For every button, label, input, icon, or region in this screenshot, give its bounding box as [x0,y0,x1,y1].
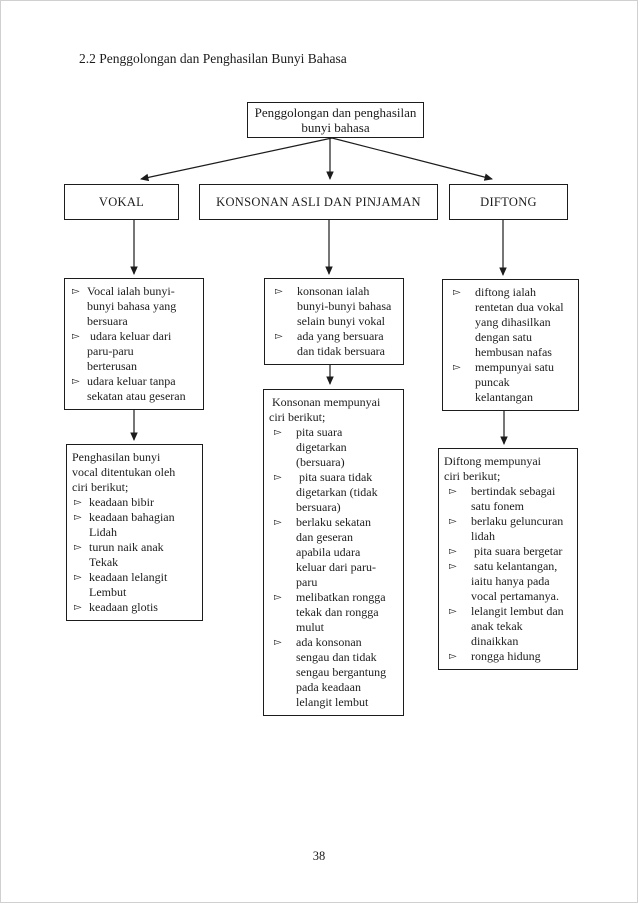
bullet-item-text: pita suara digetarkan (bersuara) [296,425,347,469]
bullet-item: ▻ udara keluar tanpa sekatan atau geseran [70,374,200,404]
vokal-description-list: ▻ Vocal ialah bunyi- bunyi bahasa yang be… [70,284,200,404]
bullet-item-text: berlaku sekatan dan geseran apabila udar… [296,515,376,589]
arrow-bullet-icon: ▻ [72,376,80,387]
bullet-item: ▻ keadaan bibir [72,495,199,510]
bullet-item-text: udara keluar dari paru-paru berterusan [87,329,172,373]
arrow-bullet-icon: ▻ [453,362,461,373]
konsonan-traits-list: ▻pita suara digetarkan (bersuara)▻ pita … [269,425,400,710]
bullet-item-text: keadaan bibir [89,495,154,509]
vokal-description-box: ▻ Vocal ialah bunyi- bunyi bahasa yang be… [64,278,204,410]
bullet-item: ▻ mempunyai satu puncak kelantangan [448,360,575,405]
bullet-item: ▻ keadaan bahagian Lidah [72,510,199,540]
konsonan-description-list: ▻ konsonan ialah bunyi-bunyi bahasa selai… [270,284,400,359]
arrow-bullet-icon: ▻ [274,472,282,483]
bullet-item: ▻ bertindak sebagai satu fonem [444,484,574,514]
bullet-item: ▻ keadaan glotis [72,600,199,615]
bullet-item-text: lelangit lembut dan anak tekak dinaikkan [471,604,564,648]
bullet-item: ▻ melibatkan rongga tekak dan rongga mulu… [269,590,400,635]
bullet-item-text: mempunyai satu puncak kelantangan [475,360,554,404]
arrow-bullet-icon: ▻ [274,427,282,438]
root-node-label: Penggolongan dan penghasilan bunyi bahas… [254,104,417,136]
bullet-item-text: ada konsonan sengau dan tidak sengau ber… [296,635,387,709]
bullet-item: ▻ konsonan ialah bunyi-bunyi bahasa selai… [270,284,400,329]
arrow-bullet-icon: ▻ [449,561,457,572]
bullet-item: ▻ keadaan lelangit Lembut [72,570,199,600]
arrow-bullet-icon: ▻ [72,286,80,297]
branch-node-konsonan: KONSONAN ASLI DAN PINJAMAN [199,184,438,220]
diftong-traits-heading: Diftong mempunyai ciri berikut; [444,454,541,483]
vokal-production-list: ▻ keadaan bibir ▻ keadaan bahagian Lidah ▻ tu… [72,495,199,615]
bullet-item: ▻ diftong ialah rentetan dua vokal yang d… [448,285,575,360]
bullet-item-text: bertindak sebagai satu fonem [471,484,556,513]
arrow-bullet-icon: ▻ [274,592,282,603]
arrow-bullet-icon: ▻ [274,637,282,648]
bullet-item: ▻ rongga hidung [444,649,574,664]
arrow-bullet-icon: ▻ [453,287,461,298]
page-number: 38 [312,849,326,863]
bullet-item-text: diftong ialah rentetan dua vokal yang di… [475,285,564,359]
arrow-bullet-icon: ▻ [449,606,457,617]
bullet-item: ▻ berlaku geluncuran lidah [444,514,574,544]
bullet-item: ▻ udara keluar dari paru-paru berterusan [70,329,200,374]
bullet-item: ▻ ada yang bersuara dan tidak bersuara [270,329,400,359]
branch-node-diftong: DIFTONG [449,184,568,220]
diftong-traits-list: ▻ bertindak sebagai satu fonem ▻ berlaku ge… [444,484,574,664]
vokal-production-box: Penghasilan bunyi vocal ditentukan oleh … [66,444,203,621]
bullet-item-text: konsonan ialah bunyi-bunyi bahasa selain… [297,284,392,328]
branch-label-diftong: DIFTONG [480,195,537,209]
connector-root-to-diftong [331,137,493,181]
bullet-item: ▻ pita suara digetarkan (bersuara) [269,425,400,470]
arrow-bullet-icon: ▻ [74,602,82,613]
root-node: Penggolongan dan penghasilan bunyi bahas… [247,102,424,138]
bullet-item-text: udara keluar tanpa sekatan atau geseran [87,374,186,403]
konsonan-description-box: ▻ konsonan ialah bunyi-bunyi bahasa selai… [264,278,404,365]
bullet-item-text: keadaan bahagian Lidah [89,510,175,539]
bullet-item-text: berlaku geluncuran lidah [471,514,564,543]
arrow-bullet-icon: ▻ [74,512,82,523]
konsonan-traits-box: Konsonan mempunyai ciri berikut; ▻ pita s… [263,389,404,716]
bullet-item-text: pita suara tidak digetarkan (tidak bersu… [296,470,378,514]
bullet-item-text: pita suara bergetar [471,544,563,558]
connector-root-to-vokal [140,137,333,182]
bullet-item-text: ada yang bersuara dan tidak bersuara [297,329,385,358]
arrow-bullet-icon: ▻ [449,546,457,557]
konsonan-traits-heading: Konsonan mempunyai ciri berikut; [269,395,381,424]
arrow-bullet-icon: ▻ [449,516,457,527]
section-title: 2.2 Penggolongan dan Penghasilan Bunyi B… [79,51,347,66]
arrow-bullet-icon: ▻ [449,651,457,662]
arrow-bullet-icon: ▻ [449,486,457,497]
bullet-item-text: turun naik anak Tekak [89,540,164,569]
arrow-bullet-icon: ▻ [74,542,82,553]
diftong-traits-box: Diftong mempunyai ciri berikut; ▻ bertind… [438,448,578,670]
bullet-item-text: Vocal ialah bunyi- bunyi bahasa yang ber… [87,284,177,328]
bullet-item: ▻ pita suara tidak digetarkan (tidak ber… [269,470,400,515]
branch-label-vokal: VOKAL [98,195,145,209]
bullet-item: ▻ Vocal ialah bunyi- bunyi bahasa yang be… [70,284,200,329]
bullet-item: ▻ pita suara bergetar [444,544,574,559]
arrow-bullet-icon: ▻ [74,497,82,508]
bullet-item: ▻ berlaku sekatan dan geseran apabila uda… [269,515,400,590]
arrow-bullet-icon: ▻ [74,572,82,583]
bullet-item-text: melibatkan rongga tekak dan rongga mulut [296,590,386,634]
bullet-item-text: keadaan lelangit Lembut [89,570,168,599]
arrow-bullet-icon: ▻ [275,331,283,342]
arrow-bullet-icon: ▻ [72,331,80,342]
bullet-item: ▻ lelangit lembut dan anak tekak dinaikka… [444,604,574,649]
bullet-item: ▻ turun naik anak Tekak [72,540,199,570]
vokal-production-heading: Penghasilan bunyi vocal ditentukan oleh … [72,450,176,494]
bullet-item-text: satu kelantangan, iaitu hanya pada vocal… [471,559,559,603]
bullet-item: ▻ satu kelantangan, iaitu hanya pada voc… [444,559,574,604]
diftong-description-list: ▻ diftong ialah rentetan dua vokal yang d… [448,285,575,405]
diftong-description-box: ▻ diftong ialah rentetan dua vokal yang d… [442,279,579,411]
bullet-item: ▻ ada konsonan sengau dan tidak sengau be… [269,635,400,710]
bullet-item-text: keadaan glotis [89,600,158,614]
branch-node-vokal: VOKAL [64,184,179,220]
arrow-bullet-icon: ▻ [274,517,282,528]
bullet-item-text: rongga hidung [471,649,541,663]
branch-label-konsonan: KONSONAN ASLI DAN PINJAMAN [216,195,421,209]
arrow-bullet-icon: ▻ [275,286,283,297]
